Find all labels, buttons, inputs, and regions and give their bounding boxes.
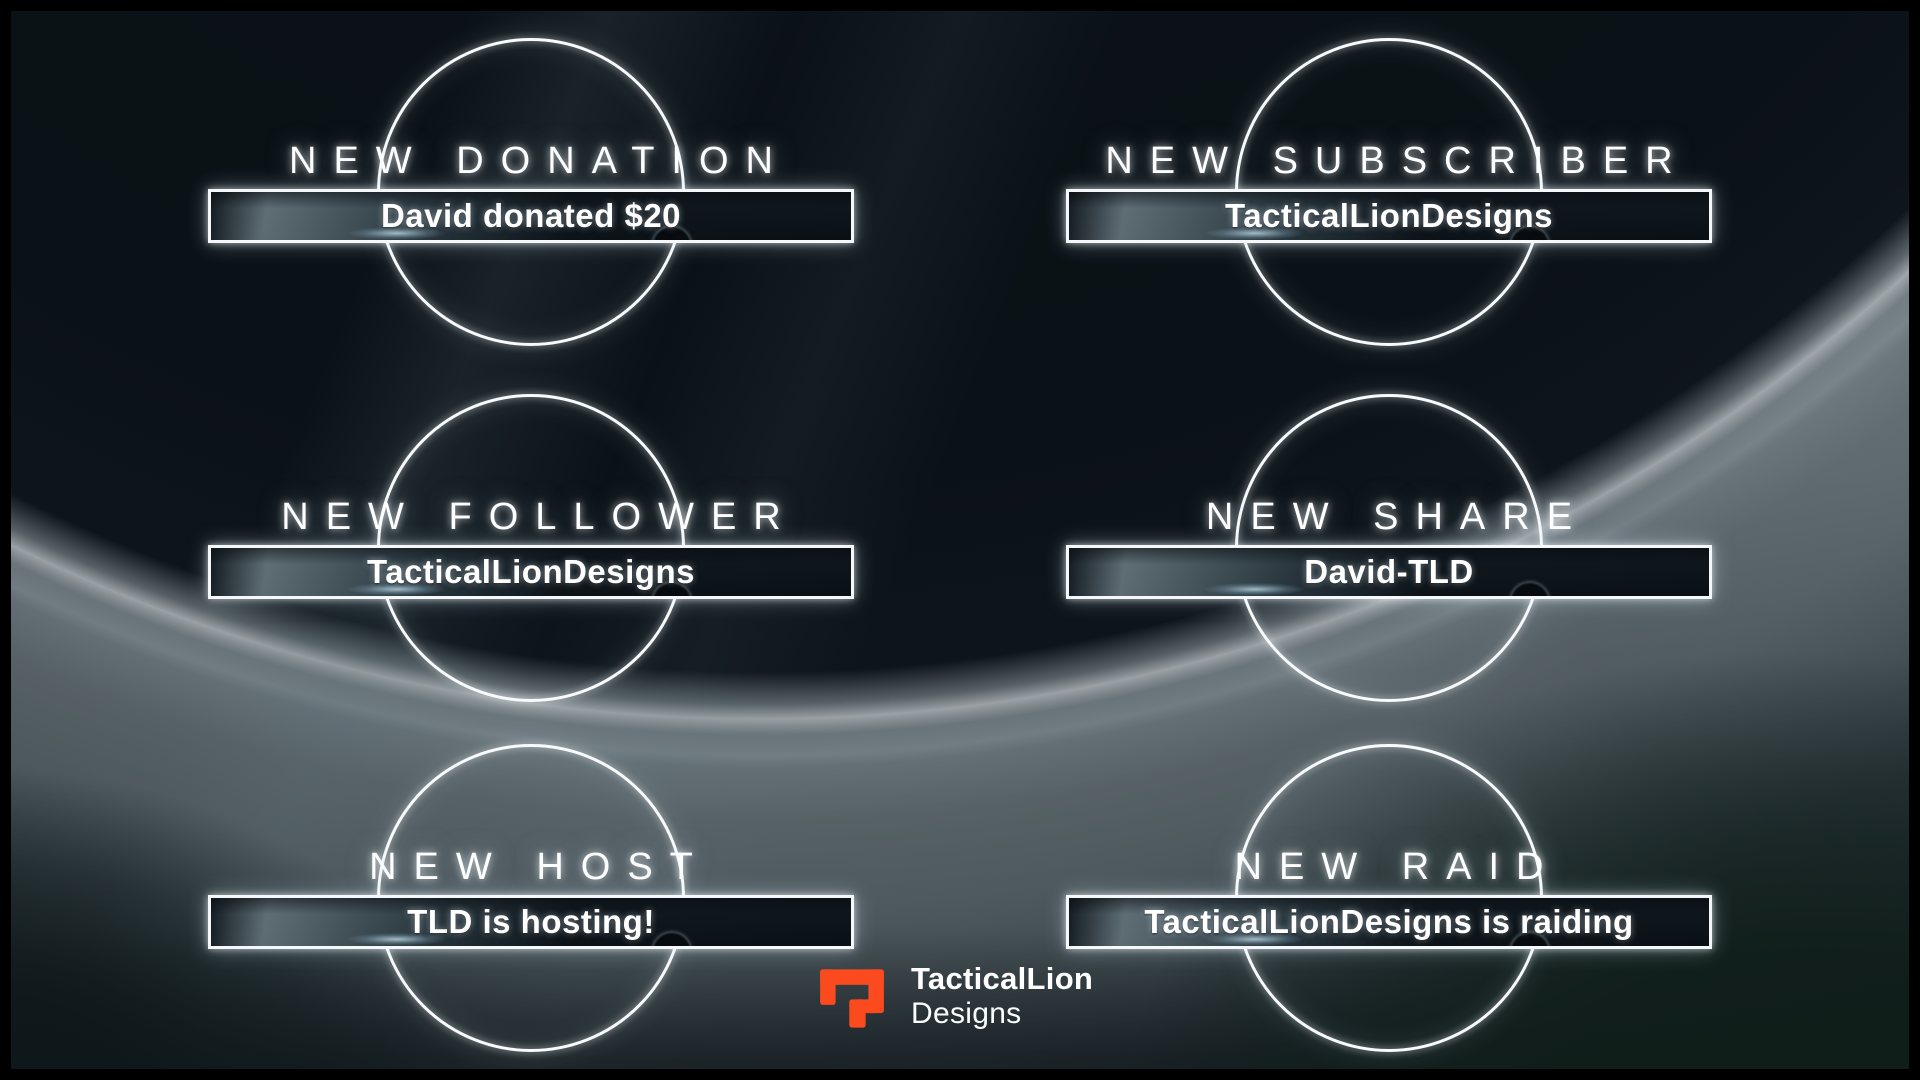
brand-name-secondary: Designs [911,997,1022,1030]
alert-title: NEW SUBSCRIBER [1105,140,1690,182]
alert-message-banner: TacticalLionDesigns [1066,189,1712,243]
brand-name-primary: TacticalLion [911,961,1094,996]
alert-title: NEW RAID [1234,846,1561,888]
brand-name: TacticalLion Designs [911,961,1093,1031]
alert-message: TacticalLionDesigns [1225,197,1553,234]
alert-subscriber: NEW SUBSCRIBER TacticalLionDesigns [1039,27,1739,357]
alert-message-banner: TacticalLionDesigns [208,545,854,599]
brand-logo: TacticalLion Designs [811,961,1093,1036]
alert-message: David donated $20 [380,197,682,234]
alert-message-banner: David-TLD [1066,545,1712,599]
alert-message-banner: TLD is hosting! [208,895,854,949]
alert-follower: NEW FOLLOWER TacticalLionDesigns [181,383,881,713]
alert-message: TLD is hosting! [407,903,655,940]
tacticallion-t-icon [820,969,884,1028]
alert-host: NEW HOST TLD is hosting! [181,733,881,1063]
alert-message-banner: David donated $20 [208,189,854,243]
alert-share: NEW SHARE David-TLD [1039,383,1739,713]
alert-message: TacticalLionDesigns [367,553,695,590]
alert-title: NEW SHARE [1205,496,1590,538]
alert-raid: NEW RAID TacticalLionDesigns is raiding [1039,733,1739,1063]
alert-title: NEW FOLLOWER [281,496,798,538]
alert-message-banner: TacticalLionDesigns is raiding [1066,895,1712,949]
alert-donation: NEW DONATION David donated $20 [181,27,881,357]
alert-title: NEW DONATION [289,140,790,182]
alert-title: NEW HOST [369,846,710,888]
alert-message: David-TLD [1304,553,1474,590]
alert-message: TacticalLionDesigns is raiding [1144,903,1634,940]
